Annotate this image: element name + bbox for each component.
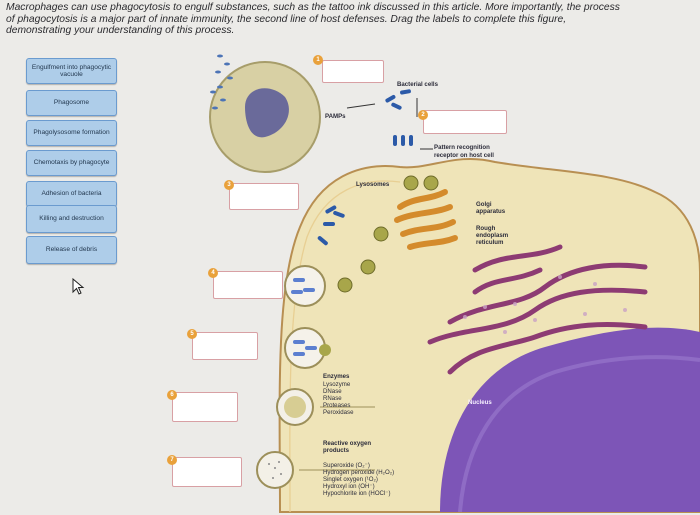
ros-item: Hydroxyl ion (OH⁻) [323,483,375,490]
golgi-label: Golgi [476,201,492,208]
golgi-label-2: apparatus [476,208,506,215]
mouse-cursor-icon [72,278,85,295]
drop-number-badge: 6 [167,390,177,400]
ros-label: Reactive oxygen [323,440,372,447]
label-engulfment[interactable]: Engulfment into phagocytic vacuole [26,58,117,84]
label-killing-destruction[interactable]: Killing and destruction [26,205,117,233]
phagosome-stages [256,265,331,489]
drop-box-2[interactable] [423,110,507,134]
ros-item: Hypochlorite ion (HOCl⁻) [323,490,391,497]
bacterial-cells-label: Bacterial cells [397,81,438,88]
bacterium-macrophage-shape [209,61,321,173]
bacteria-dots [210,54,233,110]
rer-label-3: reticulum [476,239,504,246]
question-line: demonstrating your understanding of this… [6,25,235,37]
enzymes-label: Enzymes [323,373,350,380]
phagocyte-illustration [209,54,700,513]
enzyme-item: DNase [323,388,342,395]
ros-item: Singlet oxygen (¹O₂) [323,476,378,483]
nucleus-shape [440,327,700,512]
drop-box-3[interactable] [229,183,299,210]
label-chemotaxis[interactable]: Chemotaxis by phagocyte [26,150,117,176]
enzyme-item: RNase [323,395,342,402]
question-line: Macrophages can use phagocytosis to engu… [6,2,620,13]
rough-er-shape [427,244,648,375]
enzyme-item: Proteases [323,402,351,409]
drop-box-5[interactable] [192,332,258,360]
drop-number-badge: 7 [167,455,177,465]
lysosomes-label: Lysosomes [356,181,390,188]
cell-membrane-inner [289,180,401,513]
label-phagosome[interactable]: Phagosome [26,90,117,116]
nucleus-label: Nucleus [468,399,492,406]
enzyme-item: Peroxidase [323,409,354,416]
drop-number-badge: 1 [313,55,323,65]
ros-item: Superoxide (O₂⁻) [323,462,370,469]
golgi-apparatus-shape [394,189,458,250]
host-receptor-label: receptor on host cell [434,152,494,159]
ros-label-2: products [323,447,350,454]
label-release-debris[interactable]: Release of debris [26,236,117,264]
label-adhesion[interactable]: Adhesion of bacteria [26,181,117,207]
lysosome-group [337,175,439,293]
question-text: Macrophages can use phagocytosis to engu… [6,2,696,37]
pattern-recognition-label: Pattern recognition [434,144,490,151]
question-line: of phagocytosis is a major part of innat… [6,13,567,25]
bacterial-cells-shape [385,89,413,146]
engulfed-bacteria [317,205,345,246]
rer-label-2: endoplasm [476,232,509,239]
drop-box-6[interactable] [172,392,238,422]
ros-item: Hydrogen peroxide (H₂O₂) [323,469,395,476]
phagocytosis-figure: 1 2 3 4 5 6 7 Bacterial cells PAMPs Patt… [167,42,700,515]
drop-number-badge: 4 [208,268,218,278]
drop-box-1[interactable] [322,60,384,83]
label-phagolysosome-formation[interactable]: Phagolysosome formation [26,120,117,146]
drop-number-badge: 3 [224,180,234,190]
pamps-label: PAMPs [325,113,346,120]
drop-box-4[interactable] [213,271,283,299]
rer-label-1: Rough [476,225,496,232]
drop-number-badge: 2 [418,110,428,120]
drop-box-7[interactable] [172,457,242,487]
enzyme-item: Lysozyme [323,381,351,388]
drop-number-badge: 5 [187,329,197,339]
